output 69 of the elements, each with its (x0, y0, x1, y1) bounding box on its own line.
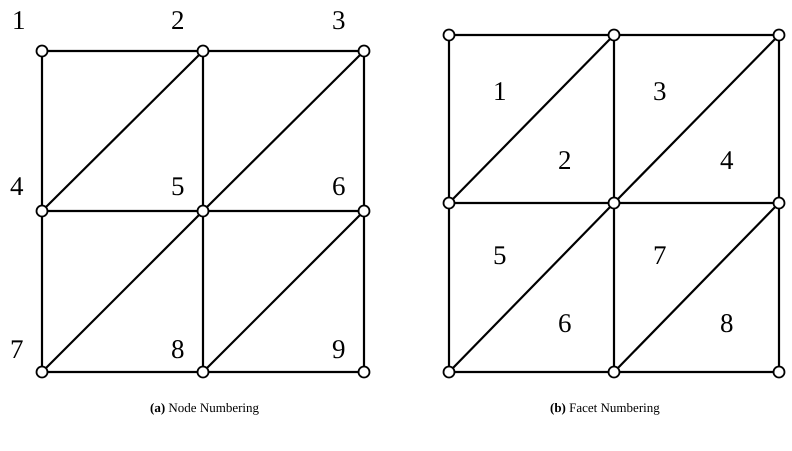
node-circle (442, 365, 456, 379)
mesh-edge (209, 50, 358, 52)
node-circle (35, 204, 49, 218)
figure-caption: (a) Node Numbering (150, 400, 260, 415)
mesh-edge (209, 210, 358, 212)
mesh-edge (362, 217, 366, 366)
mesh-edge (209, 370, 358, 374)
node-circle (772, 365, 786, 379)
node-circle (772, 28, 786, 42)
node-circle (35, 44, 49, 58)
mesh-edge (778, 209, 780, 366)
mesh-edge (202, 217, 204, 366)
node-number: 4 (10, 173, 24, 200)
mesh-edge (620, 370, 773, 374)
mesh-edge (45, 214, 200, 369)
node-circle (35, 365, 49, 379)
mesh-edge (612, 209, 616, 366)
mesh-edge (448, 41, 450, 197)
mesh-edge (362, 57, 366, 205)
node-number: 1 (12, 7, 26, 34)
mesh-edge (455, 202, 608, 204)
node-number: 8 (171, 336, 184, 363)
mesh-edge (452, 206, 611, 368)
mesh-edge (452, 38, 611, 200)
node-circle (607, 28, 621, 42)
mesh-edge (48, 50, 197, 52)
figure-caption: (b) Facet Numbering (550, 400, 660, 415)
node-circle (196, 44, 210, 58)
facet-number: 7 (653, 242, 666, 269)
node-circle (196, 365, 210, 379)
facet-number: 1 (493, 78, 506, 105)
node-number: 2 (171, 7, 184, 34)
mesh-edge (202, 57, 204, 205)
mesh-edge (448, 209, 450, 366)
mesh-edge (206, 214, 361, 369)
node-number: 5 (171, 173, 184, 200)
mesh-edge (40, 217, 44, 366)
facet-number: 5 (493, 242, 506, 269)
mesh-edge (45, 54, 200, 208)
node-number: 7 (10, 336, 24, 363)
mesh-edge (612, 41, 616, 197)
facet-number: 2 (558, 147, 572, 174)
node-circle (772, 196, 786, 210)
mesh-edge (48, 210, 197, 212)
facet-number: 4 (720, 147, 734, 174)
node-circle (442, 28, 456, 42)
node-circle (357, 204, 371, 218)
node-number: 6 (332, 173, 346, 200)
mesh-edge (48, 370, 197, 374)
node-number: 3 (332, 7, 346, 34)
node-circle (607, 365, 621, 379)
node-number: 9 (332, 336, 346, 363)
mesh-edge (617, 206, 776, 368)
mesh-edge (778, 41, 780, 197)
node-circle (357, 44, 371, 58)
mesh-edge (206, 54, 361, 208)
mesh-edge (40, 57, 44, 205)
mesh-edge (455, 34, 608, 36)
node-circle (196, 204, 210, 218)
mesh-edge (620, 34, 773, 36)
mesh-edge (617, 38, 776, 200)
facet-number: 3 (653, 78, 666, 105)
facet-number: 6 (558, 310, 572, 337)
facet-number: 8 (720, 310, 734, 337)
node-circle (442, 196, 456, 210)
node-circle (357, 365, 371, 379)
mesh-edge (620, 202, 773, 204)
mesh-edge (455, 370, 608, 374)
node-circle (607, 196, 621, 210)
